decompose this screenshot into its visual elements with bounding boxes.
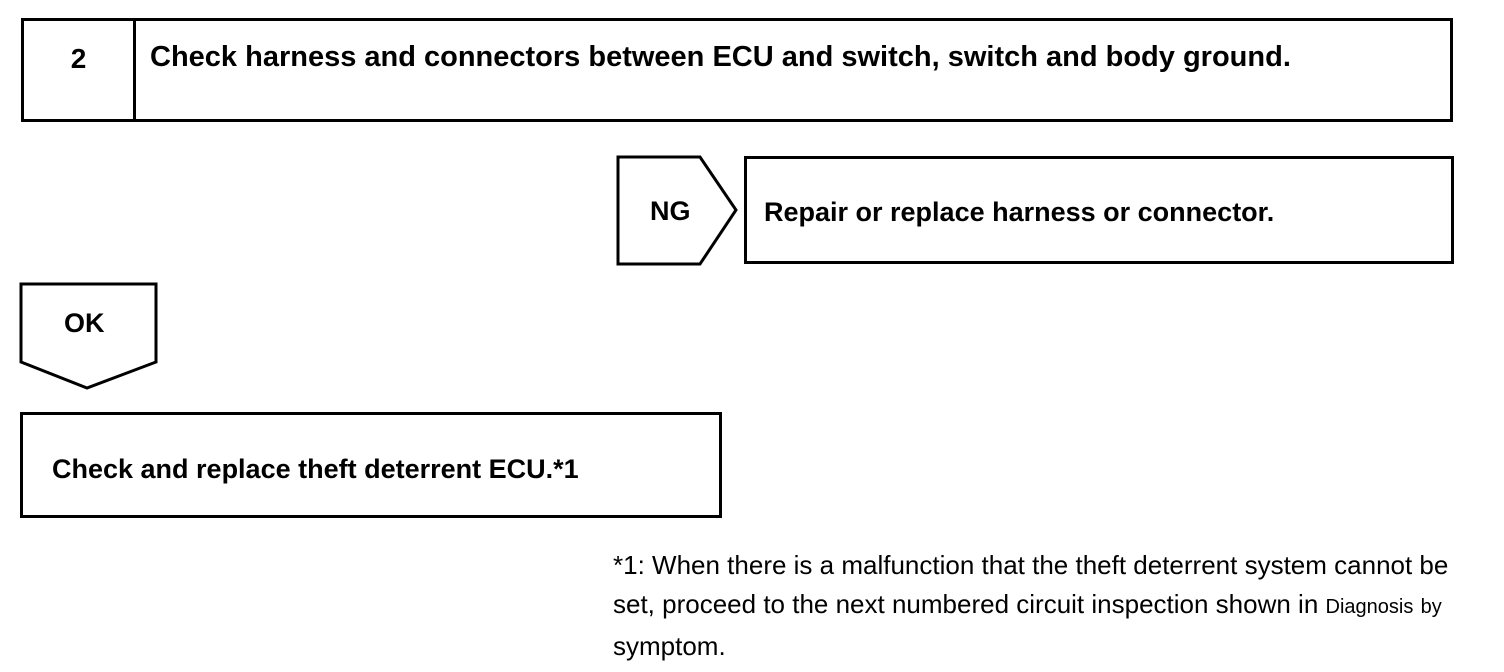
step-number: 2: [70, 43, 87, 74]
ng-result-box: Repair or replace harness or connector.: [744, 156, 1454, 264]
ok-arrow-shape: [19, 282, 158, 390]
ok-result-text: Check and replace theft deterrent ECU.*1: [52, 454, 579, 484]
ng-result-text: Repair or replace harness or connector.: [764, 197, 1275, 227]
ok-label: OK: [64, 308, 105, 338]
step-number-cell: 2: [24, 21, 136, 119]
ng-label: NG: [650, 196, 691, 226]
footnote-ref-by: by: [1420, 596, 1442, 618]
step-box: 2 Check harness and connectors between E…: [21, 18, 1453, 122]
footnote-ref-symptom: symptom.: [613, 631, 726, 661]
ok-result-box: Check and replace theft deterrent ECU.*1: [20, 412, 722, 518]
footnote-text: *1: When there is a malfunction that the…: [613, 550, 1449, 619]
footnote-ref-diagnosis: Diagnosis: [1325, 596, 1414, 618]
footnote: *1: When there is a malfunction that the…: [613, 546, 1473, 666]
step-title: Check harness and connectors between ECU…: [150, 41, 1291, 73]
ng-arrow-shape: [616, 155, 738, 266]
